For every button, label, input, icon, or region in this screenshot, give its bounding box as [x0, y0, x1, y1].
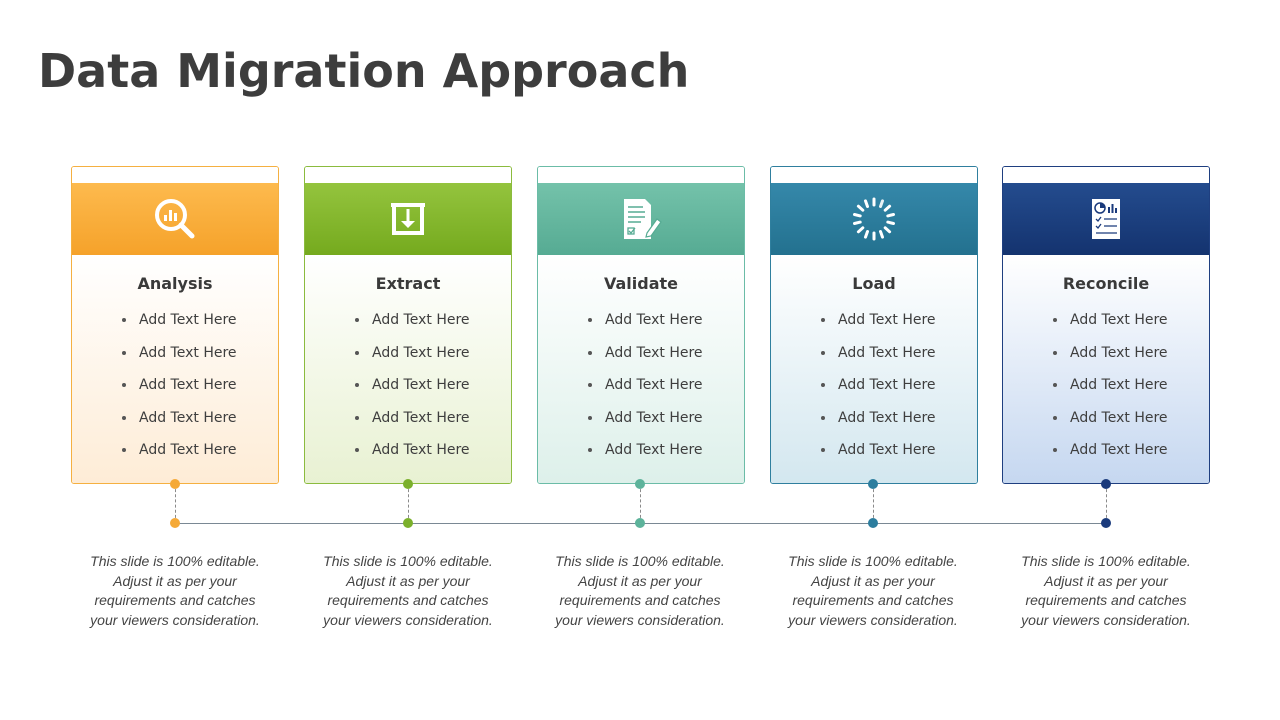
bullet-item: Add Text Here [819, 345, 977, 378]
step-header-extract [305, 183, 511, 255]
bullet-item: Add Text Here [353, 345, 511, 378]
timeline-connector [873, 484, 874, 523]
timeline-connector [1106, 484, 1107, 523]
step-header-reconcile [1003, 183, 1209, 255]
card-anchor-dot [170, 479, 180, 489]
bullet-item: Add Text Here [1051, 345, 1209, 378]
card-anchor-dot [868, 479, 878, 489]
step-title: Analysis [137, 274, 213, 293]
bullet-item: Add Text Here [120, 377, 278, 410]
loading-spinner-icon [850, 195, 898, 243]
timeline-dot [635, 518, 645, 528]
step-card-analysis: Analysis Add Text Here Add Text Here Add… [71, 166, 279, 484]
timeline-connector [175, 484, 176, 523]
bullet-item: Add Text Here [819, 377, 977, 410]
step-title: Extract [375, 274, 441, 293]
card-anchor-dot [403, 479, 413, 489]
timeline-dot [170, 518, 180, 528]
bullet-item: Add Text Here [1051, 377, 1209, 410]
bullet-item: Add Text Here [120, 410, 278, 443]
bullet-item: Add Text Here [586, 345, 744, 378]
bullet-item: Add Text Here [586, 410, 744, 443]
bullet-item: Add Text Here [120, 442, 278, 475]
slide-title: Data Migration Approach [38, 44, 690, 98]
bullet-item: Add Text Here [1051, 312, 1209, 345]
bullet-list: Add Text Here Add Text Here Add Text Her… [72, 312, 278, 475]
step-description: This slide is 100% editable. Adjust it a… [555, 553, 725, 628]
bullet-item: Add Text Here [120, 312, 278, 345]
timeline-dot [1101, 518, 1111, 528]
step-header-validate [538, 183, 744, 255]
bullet-item: Add Text Here [353, 442, 511, 475]
bullet-item: Add Text Here [353, 377, 511, 410]
step-title: Validate [603, 274, 679, 293]
step-card-validate: Validate Add Text Here Add Text Here Add… [537, 166, 745, 484]
download-box-icon [388, 199, 428, 239]
timeline-connector [408, 484, 409, 523]
timeline-dot [868, 518, 878, 528]
bullet-list: Add Text Here Add Text Here Add Text Her… [305, 312, 511, 475]
bullet-item: Add Text Here [353, 410, 511, 443]
bullet-item: Add Text Here [1051, 442, 1209, 475]
bullet-list: Add Text Here Add Text Here Add Text Her… [538, 312, 744, 475]
bullet-item: Add Text Here [586, 312, 744, 345]
step-title: Load [852, 274, 896, 293]
bullet-list: Add Text Here Add Text Here Add Text Her… [771, 312, 977, 475]
step-description: This slide is 100% editable. Adjust it a… [1021, 553, 1191, 628]
step-description: This slide is 100% editable. Adjust it a… [788, 553, 958, 628]
step-header-load [771, 183, 977, 255]
bullet-item: Add Text Here [353, 312, 511, 345]
step-card-extract: Extract Add Text Here Add Text Here Add … [304, 166, 512, 484]
step-description: This slide is 100% editable. Adjust it a… [90, 553, 260, 628]
step-card-load: Load Add Text Here Add Text Here Add Tex… [770, 166, 978, 484]
card-anchor-dot [635, 479, 645, 489]
bullet-item: Add Text Here [819, 312, 977, 345]
bullet-list: Add Text Here Add Text Here Add Text Her… [1003, 312, 1209, 475]
bullet-item: Add Text Here [120, 345, 278, 378]
bullet-item: Add Text Here [586, 377, 744, 410]
bullet-item: Add Text Here [819, 442, 977, 475]
step-title: Reconcile [1062, 274, 1150, 293]
document-pen-icon [619, 197, 663, 241]
card-anchor-dot [1101, 479, 1111, 489]
step-header-analysis [72, 183, 278, 255]
bullet-item: Add Text Here [1051, 410, 1209, 443]
step-card-reconcile: Reconcile Add Text Here Add Text Here Ad… [1002, 166, 1210, 484]
timeline-dot [403, 518, 413, 528]
report-checklist-icon [1086, 197, 1126, 241]
bullet-item: Add Text Here [586, 442, 744, 475]
timeline-connector [640, 484, 641, 523]
magnifier-chart-icon [152, 196, 198, 242]
bullet-item: Add Text Here [819, 410, 977, 443]
step-description: This slide is 100% editable. Adjust it a… [323, 553, 493, 628]
